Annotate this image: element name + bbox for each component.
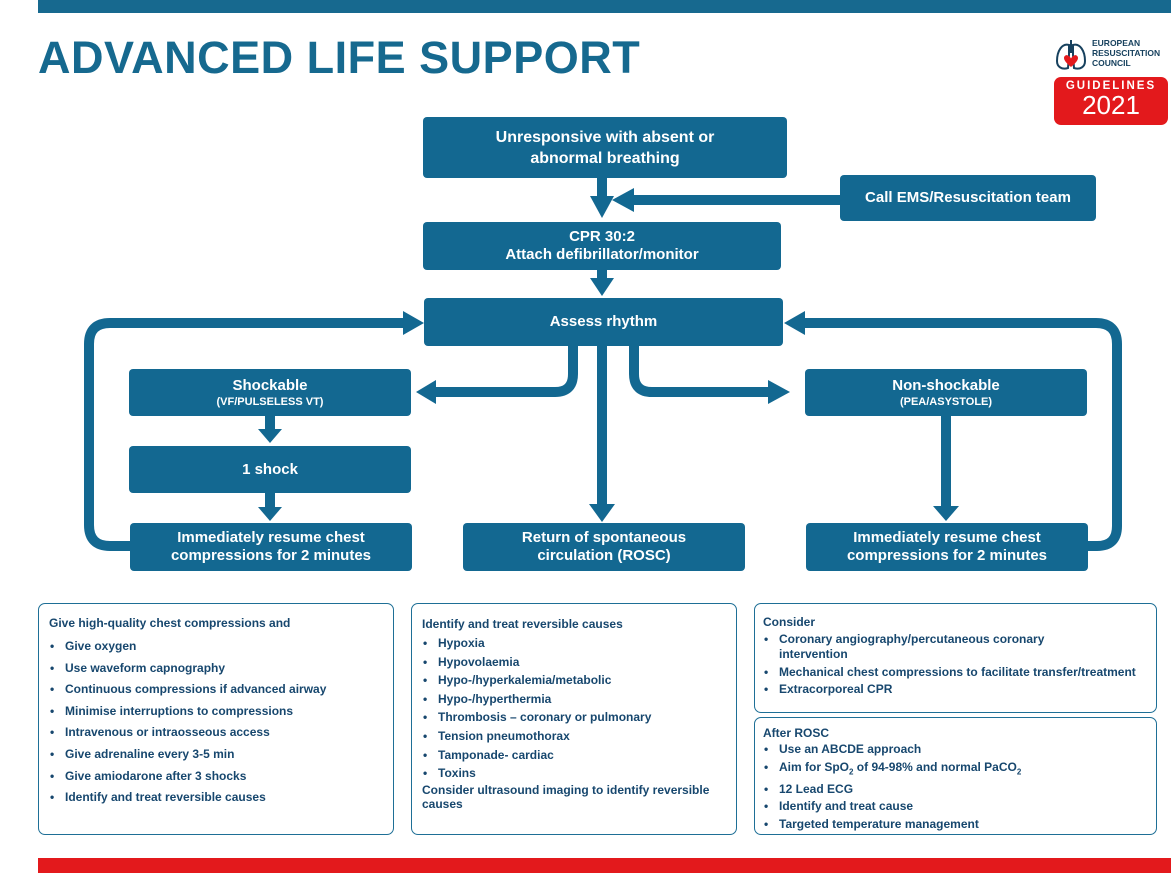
arrow-loop-right-head [784,311,805,335]
page-title: ADVANCED LIFE SUPPORT [38,32,641,83]
resume-left-text: Immediately resume chest compressions fo… [170,529,372,564]
logo-line-2: RESUSCITATION [1092,48,1161,58]
arrow-rosc-head [589,504,615,522]
guidelines-label: GUIDELINES [1065,80,1157,92]
shockable-title: Shockable [232,376,308,394]
assess-rhythm-box: Assess rhythm [424,298,783,346]
spo2-rest: of 94-98% and normal PaCO [853,759,1017,774]
arrow-branch-right-head [768,380,790,404]
list-item: Identify and treat reversible causes [49,790,383,804]
bottom-bar [38,858,1171,873]
arrow-top-head [590,196,614,218]
arrow-top-stem [597,178,607,197]
arrow-shock-head [258,429,282,443]
list-item: Targeted temperature management [763,817,1148,832]
one-shock-text: 1 shock [242,460,298,478]
call-ems-box: Call EMS/Resuscitation team [840,175,1096,221]
cpr-box: CPR 30:2 Attach defibrillator/monitor [423,222,781,270]
consider-panel: Consider Coronary angiography/percutaneo… [754,603,1157,713]
arrow-ems-stem [633,195,840,205]
cpr-line-2: Attach defibrillator/monitor [505,246,699,263]
list-item: Give oxygen [49,639,383,653]
list-item: Aim for SpO2 of 94-98% and normal PaCO2 [763,760,1148,779]
list-item: Minimise interruptions to compressions [49,704,383,718]
list-item: Give adrenaline every 3-5 min [49,747,383,761]
branch-left-line [433,345,578,397]
erc-logo: EUROPEAN RESUSCITATION COUNCIL GUIDELINE… [1054,37,1168,125]
list-item: Give amiodarone after 3 shocks [49,769,383,783]
one-shock-box: 1 shock [129,446,411,493]
guidelines-year: 2021 [1082,90,1140,120]
list-item: Thrombosis – coronary or pulmonary [422,710,726,724]
rosc-text: Return of spontaneous circulation (ROSC) [521,529,687,564]
paco2-subscript: 2 [1016,766,1022,776]
arrow-rosc-stem [597,345,607,505]
nonshockable-subtitle: (PEA/ASYSTOLE) [899,395,993,408]
list-item: Hypo-/hyperkalemia/metabolic [422,673,726,687]
branch-right-line [629,345,770,397]
shockable-subtitle: (VF/PULSELESS VT) [216,395,324,408]
arrow-shock-stem [265,416,275,430]
consider-heading: Consider [763,615,816,629]
unresponsive-text: Unresponsive with absent or abnormal bre… [495,128,715,167]
top-bar [38,0,1171,13]
list-item: Identify and treat cause [763,799,1148,814]
list-item: Hypovolaemia [422,655,726,669]
list-item: 12 Lead ECG [763,782,1148,797]
causes-heading: Identify and treat reversible causes [422,617,623,631]
consider-list: Coronary angiography/percutaneous corona… [763,632,1148,697]
list-item: Intravenous or intraosseous access [49,725,383,739]
causes-footer: Consider ultrasound imaging to identify … [422,782,710,811]
list-item: Hypo-/hyperthermia [422,692,726,706]
list-item: Toxins [422,766,726,780]
compressions-panel: Give high-quality chest compressions and… [38,603,394,835]
compressions-heading: Give high-quality chest compressions and [49,616,291,630]
nonshockable-title: Non-shockable [892,376,1000,394]
lungs-heart-icon [1055,40,1087,70]
list-item: Tension pneumothorax [422,729,726,743]
logo-line-1: EUROPEAN [1092,38,1141,48]
list-item: Use an ABCDE approach [763,742,1148,757]
resume-left-box: Immediately resume chest compressions fo… [130,523,412,571]
rosc-box: Return of spontaneous circulation (ROSC) [463,523,745,571]
arrow-cpr-head [590,278,614,296]
arrow-resume-left-stem [265,493,275,508]
call-ems-text: Call EMS/Resuscitation team [865,189,1071,206]
arrow-resume-left-head [258,507,282,521]
spo2-subscript: 2 [849,766,854,776]
resume-right-box: Immediately resume chest compressions fo… [806,523,1088,571]
arrow-cpr-stem [597,270,607,280]
arrow-resume-right-stem [941,416,951,508]
arrow-branch-left-head [416,380,436,404]
spo2-label: Aim for SpO [779,759,850,774]
assess-rhythm-text: Assess rhythm [549,313,658,330]
arrow-loop-left-head [403,311,424,335]
nonshockable-box: Non-shockable (PEA/ASYSTOLE) [805,369,1087,416]
loop-right-line [803,318,1122,551]
compressions-list: Give oxygen Use waveform capnography Con… [49,639,383,804]
arrow-resume-right-head [933,506,959,521]
after-rosc-list: Use an ABCDE approach Aim for SpO2 of 94… [763,742,1148,832]
list-item: Coronary angiography/percutaneous corona… [763,632,1148,662]
list-item: Extracorporeal CPR [763,682,1148,697]
after-rosc-heading: After ROSC [763,726,830,740]
guidelines-badge: GUIDELINES 2021 [1054,77,1168,125]
after-rosc-panel: After ROSC Use an ABCDE approach Aim for… [754,717,1157,835]
logo-line-3: COUNCIL [1092,58,1131,68]
cpr-line-1: CPR 30:2 [569,228,635,245]
shockable-box: Shockable (VF/PULSELESS VT) [129,369,411,416]
causes-list: Hypoxia Hypovolaemia Hypo-/hyperkalemia/… [422,636,726,780]
list-item: Use waveform capnography [49,661,383,675]
list-item: Continuous compressions if advanced airw… [49,682,383,696]
unresponsive-box: Unresponsive with absent or abnormal bre… [423,117,787,178]
list-item: Tamponade- cardiac [422,748,726,762]
causes-panel: Identify and treat reversible causes Hyp… [411,603,737,835]
arrow-ems-head [612,188,634,212]
resume-right-text: Immediately resume chest compressions fo… [846,529,1048,564]
list-item: Hypoxia [422,636,726,650]
loop-left-line [84,318,405,551]
list-item: Mechanical chest compressions to facilit… [763,665,1148,680]
